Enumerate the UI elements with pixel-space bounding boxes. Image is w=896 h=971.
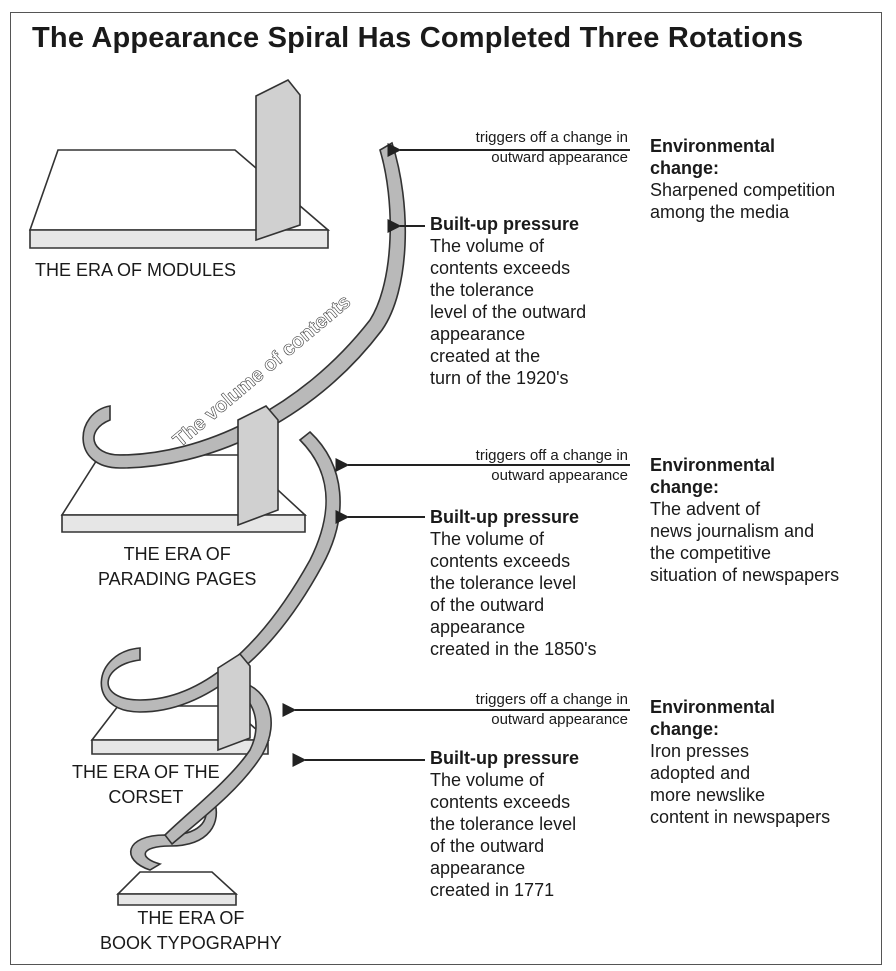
book-modules-slab <box>28 149 331 249</box>
pressure-heading: Built-up pressure <box>430 214 580 234</box>
pressure-line: The volume of <box>430 770 545 790</box>
environment-line: content in newspapers <box>650 807 831 827</box>
environment-line: news journalism and <box>650 521 815 541</box>
pressure-line: appearance <box>430 324 526 344</box>
era-label-line: THE ERA OF THE <box>72 762 220 782</box>
era-label-line: THE ERA OF <box>137 908 245 928</box>
environment-heading: change: <box>650 158 720 178</box>
era-label-parading-pages: THE ERA OF PARADING PAGES <box>98 542 256 592</box>
pressure-line: created at the <box>430 346 541 366</box>
environment-line: situation of newspapers <box>650 565 840 585</box>
era-label-line: CORSET <box>108 787 184 807</box>
trigger-line: triggers off a change in <box>475 447 628 464</box>
environment-block-1: Environmental change: Sharpened competit… <box>650 135 835 223</box>
environment-line: the competitive <box>650 543 772 563</box>
pressure-line: created in the 1850's <box>430 639 597 659</box>
environment-line: more newslike <box>650 785 766 805</box>
trigger-line: triggers off a change in <box>475 129 628 146</box>
trigger-line: outward appearance <box>491 711 628 728</box>
environment-line: adopted and <box>650 763 751 783</box>
pressure-line: contents exceeds <box>430 258 571 278</box>
figure-title: The Appearance Spiral Has Completed Thre… <box>32 22 804 54</box>
pressure-heading: Built-up pressure <box>430 507 580 527</box>
pressure-line: level of the outward <box>430 302 587 322</box>
era-label-corset: THE ERA OF THE CORSET <box>72 760 220 810</box>
pressure-line: the tolerance level <box>430 573 577 593</box>
pressure-line: contents exceeds <box>430 792 571 812</box>
pressure-line: the tolerance level <box>430 814 577 834</box>
environment-heading: change: <box>650 477 720 497</box>
environment-line: Sharpened competition <box>650 180 836 200</box>
pressure-line: appearance <box>430 858 526 878</box>
pressure-line: created in 1771 <box>430 880 555 900</box>
connector-arrows <box>282 143 630 767</box>
figure-frame <box>10 12 882 965</box>
era-label-book-typography: THE ERA OF BOOK TYPOGRAPHY <box>100 906 282 956</box>
book-typography-slab <box>116 871 239 906</box>
pressure-line: of the outward <box>430 836 545 856</box>
environment-block-3: Environmental change: Iron presses adopt… <box>650 696 830 828</box>
trigger-label-1: triggers off a change in outward appeara… <box>430 128 628 168</box>
environment-line: among the media <box>650 202 790 222</box>
pressure-line: The volume of <box>430 236 545 256</box>
trigger-label-3: triggers off a change in outward appeara… <box>430 690 628 730</box>
pressure-block-2: Built-up pressure The volume of contents… <box>430 506 597 660</box>
trigger-line: triggers off a change in <box>475 691 628 708</box>
environment-heading: Environmental <box>650 697 776 717</box>
era-label-line: THE ERA OF MODULES <box>35 260 237 280</box>
era-label-modules: THE ERA OF MODULES <box>35 258 236 283</box>
pressure-line: contents exceeds <box>430 551 571 571</box>
environment-heading: Environmental <box>650 136 776 156</box>
environment-line: Iron presses <box>650 741 750 761</box>
trigger-line: outward appearance <box>491 467 628 484</box>
era-label-line: THE ERA OF <box>123 544 231 564</box>
pressure-line: The volume of <box>430 529 545 549</box>
environment-block-2: Environmental change: The advent of news… <box>650 454 839 586</box>
pressure-line: the tolerance <box>430 280 535 300</box>
trigger-line: outward appearance <box>491 149 628 166</box>
trigger-label-2: triggers off a change in outward appeara… <box>430 446 628 486</box>
environment-heading: Environmental <box>650 455 776 475</box>
pressure-block-1: Built-up pressure The volume of contents… <box>430 213 586 389</box>
era-label-line: BOOK TYPOGRAPHY <box>100 933 282 953</box>
pressure-block-3: Built-up pressure The volume of contents… <box>430 747 579 901</box>
pressure-heading: Built-up pressure <box>430 748 580 768</box>
spiral-ribbon <box>82 78 407 871</box>
environment-line: The advent of <box>650 499 761 519</box>
era-label-line: PARADING PAGES <box>98 569 257 589</box>
pressure-line: turn of the 1920's <box>430 368 569 388</box>
pressure-line: of the outward <box>430 595 545 615</box>
pressure-line: appearance <box>430 617 526 637</box>
environment-heading: change: <box>650 719 720 739</box>
